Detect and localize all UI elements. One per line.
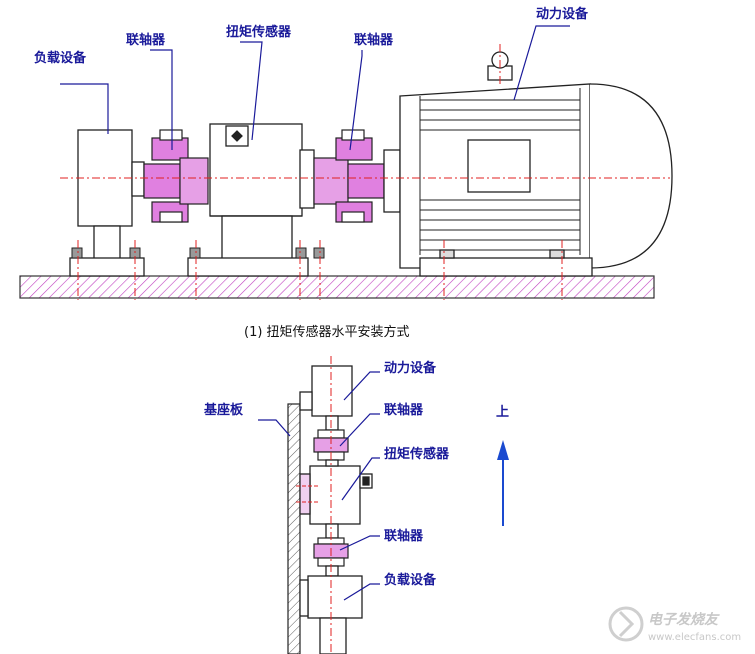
v-torque-sensor	[299, 459, 373, 539]
up-arrow-icon	[497, 440, 509, 526]
ground-base	[19, 275, 655, 299]
load-device	[69, 129, 145, 277]
centerlines	[60, 44, 670, 300]
caption-horizontal: (1) 扭矩传感器水平安装方式	[244, 324, 410, 340]
v-label-load: 负载设备	[384, 572, 437, 588]
leader-lines	[60, 25, 570, 151]
horizontal-installation: 负载设备 联轴器 扭矩传感器 联轴器 动力设备 (1) 扭矩传感器水平安装方式	[19, 6, 673, 340]
v-power-device	[299, 365, 353, 431]
label-coupling-right: 联轴器	[354, 32, 394, 48]
v-label-power: 动力设备	[384, 360, 437, 376]
v-leader-lines	[258, 371, 380, 601]
v-label-base-plate: 基座板	[203, 402, 244, 418]
v-label-coupling-top: 联轴器	[384, 402, 424, 418]
torque-sensor	[187, 123, 315, 277]
watermark-logo-icon	[608, 606, 644, 642]
vertical-installation: 动力设备 联轴器 扭矩传感器 联轴器 负载设备 基座板 上	[203, 356, 509, 654]
watermark-text: 电子发烧友	[648, 611, 720, 628]
v-label-torque-sensor: 扭矩传感器	[384, 446, 450, 462]
watermark-url: www.elecfans.com	[648, 632, 741, 643]
power-motor	[383, 51, 673, 277]
coupling-right	[313, 129, 385, 223]
label-coupling-left: 联轴器	[126, 32, 166, 48]
base-plate	[287, 403, 301, 654]
watermark: 电子发烧友 www.elecfans.com	[608, 606, 741, 643]
coupling-left	[143, 129, 209, 223]
v-load-device	[299, 565, 363, 654]
v-label-coupling-bottom: 联轴器	[384, 528, 424, 544]
label-power: 动力设备	[536, 6, 589, 22]
label-torque-sensor: 扭矩传感器	[226, 24, 292, 40]
label-load: 负载设备	[34, 50, 87, 66]
v-label-up: 上	[496, 405, 509, 420]
